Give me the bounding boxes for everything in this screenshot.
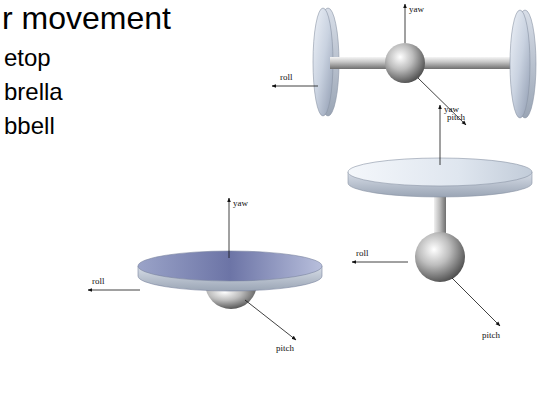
dumbbell-figure [272, 4, 536, 125]
axis-label: roll [280, 72, 293, 82]
teetertop-figure [348, 105, 532, 326]
umbrella-figure [88, 198, 322, 340]
axis-label: yaw [233, 198, 248, 208]
axis-label: roll [356, 248, 369, 258]
axis-label: yaw [409, 4, 424, 14]
axis-label: roll [92, 276, 105, 286]
bullet-item: etop [4, 44, 51, 72]
axis-label: pitch [276, 343, 294, 353]
axis-label: pitch [482, 330, 500, 340]
slide-title: r movement [2, 0, 171, 37]
axis-label: yaw [444, 104, 459, 114]
bullet-item: brella [4, 78, 63, 106]
bullet-item: bbell [4, 112, 55, 140]
